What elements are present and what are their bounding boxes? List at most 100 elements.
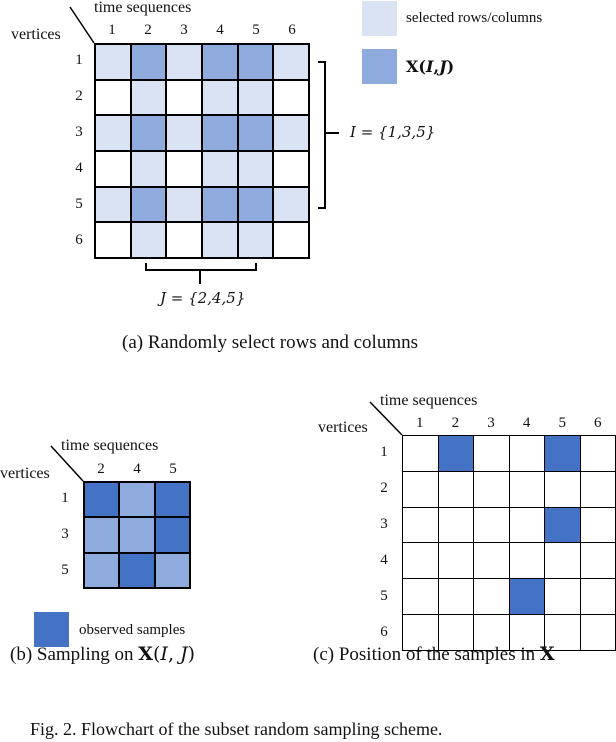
matrix-cell — [167, 187, 201, 222]
matrix-cell — [580, 543, 615, 579]
matrix-cell — [580, 471, 615, 507]
matrix-cell — [167, 45, 201, 79]
matrix-cell — [438, 579, 473, 615]
legend-swatch-observed — [34, 612, 69, 647]
matrix-grid-c — [402, 435, 616, 651]
column-label: 5 — [558, 415, 566, 431]
matrix-cell — [403, 507, 438, 543]
matrix-cell — [131, 187, 166, 222]
column-label: 5 — [169, 461, 177, 477]
row-label: 6 — [75, 232, 83, 248]
matrix-cell — [203, 45, 237, 79]
column-label: 3 — [487, 415, 495, 431]
row-label: 2 — [75, 88, 83, 104]
row-label: 3 — [61, 526, 69, 542]
matrix-cell — [474, 615, 509, 650]
col-axis-label: time sequences — [61, 437, 159, 454]
matrix-cell — [167, 152, 201, 186]
row-label: 1 — [61, 490, 69, 506]
matrix-grid-a — [94, 43, 310, 259]
col-axis-label: time sequences — [94, 0, 192, 16]
matrix-cell — [403, 471, 438, 507]
matrix-cell — [96, 152, 130, 186]
column-label: 2 — [97, 461, 105, 477]
matrix-grid-b — [83, 481, 191, 589]
matrix-cell — [545, 436, 580, 471]
matrix-cell — [203, 116, 237, 150]
matrix-cell — [85, 518, 119, 552]
column-label: 4 — [216, 22, 224, 38]
matrix-cell — [238, 116, 273, 150]
matrix-cell — [545, 471, 580, 507]
matrix-cell — [403, 579, 438, 615]
matrix-cell — [274, 152, 308, 186]
matrix-cell — [274, 116, 308, 150]
matrix-cell — [120, 483, 154, 517]
matrix-cell — [403, 615, 438, 650]
matrix-cell — [238, 223, 273, 257]
matrix-cell — [96, 116, 130, 150]
column-label: 3 — [180, 22, 188, 38]
row-axis-label: vertices — [0, 465, 50, 482]
matrix-cell — [155, 553, 189, 587]
column-label: 2 — [144, 22, 152, 38]
column-label: 2 — [451, 415, 460, 431]
legend-label-selected: selected rows/columns — [406, 10, 543, 26]
row-label: 5 — [380, 588, 388, 604]
matrix-cell — [96, 45, 130, 79]
matrix-cell — [274, 187, 308, 222]
matrix-cell — [155, 518, 189, 552]
matrix-cell — [167, 116, 201, 150]
matrix-cell — [474, 436, 509, 471]
row-label: 6 — [380, 624, 388, 640]
row-label: 4 — [75, 160, 83, 176]
matrix-cell — [509, 615, 544, 650]
matrix-cell — [438, 543, 473, 579]
column-label: 6 — [594, 415, 602, 431]
column-label: 4 — [522, 415, 531, 431]
legend-label-observed: observed samples — [79, 622, 186, 638]
column-label: 1 — [416, 415, 424, 431]
matrix-cell — [580, 615, 615, 650]
row-label: 1 — [380, 444, 388, 460]
matrix-cell — [131, 116, 166, 150]
matrix-cell — [545, 579, 580, 615]
column-set-label: J = {2,4,5} — [160, 289, 246, 307]
matrix-cell — [474, 507, 509, 543]
column-label: 4 — [133, 461, 141, 477]
matrix-cell — [238, 152, 273, 186]
row-label: 5 — [61, 562, 69, 578]
matrix-cell — [203, 152, 237, 186]
matrix-cell — [96, 187, 130, 222]
legend-swatch-selected — [362, 1, 397, 36]
row-label: 3 — [75, 124, 83, 140]
column-label: 5 — [252, 22, 260, 38]
row-label: 1 — [75, 52, 83, 68]
row-label: 2 — [380, 480, 388, 496]
matrix-cell — [203, 223, 237, 257]
matrix-cell — [238, 187, 273, 222]
matrix-cell — [545, 543, 580, 579]
matrix-cell — [509, 471, 544, 507]
matrix-cell — [580, 579, 615, 615]
matrix-cell — [203, 80, 237, 115]
matrix-cell — [509, 579, 544, 615]
row-label: 4 — [380, 552, 388, 568]
matrix-cell — [96, 223, 130, 257]
row-label: 3 — [380, 516, 388, 532]
matrix-cell — [96, 80, 130, 115]
matrix-cell — [509, 507, 544, 543]
legend-label-subset: X(I,J) — [406, 57, 455, 76]
matrix-cell — [131, 80, 166, 115]
matrix-cell — [131, 152, 166, 186]
matrix-cell — [438, 507, 473, 543]
matrix-cell — [580, 436, 615, 471]
matrix-cell — [85, 553, 119, 587]
matrix-cell — [85, 483, 119, 517]
matrix-cell — [580, 507, 615, 543]
matrix-cell — [509, 436, 544, 471]
matrix-cell — [509, 543, 544, 579]
